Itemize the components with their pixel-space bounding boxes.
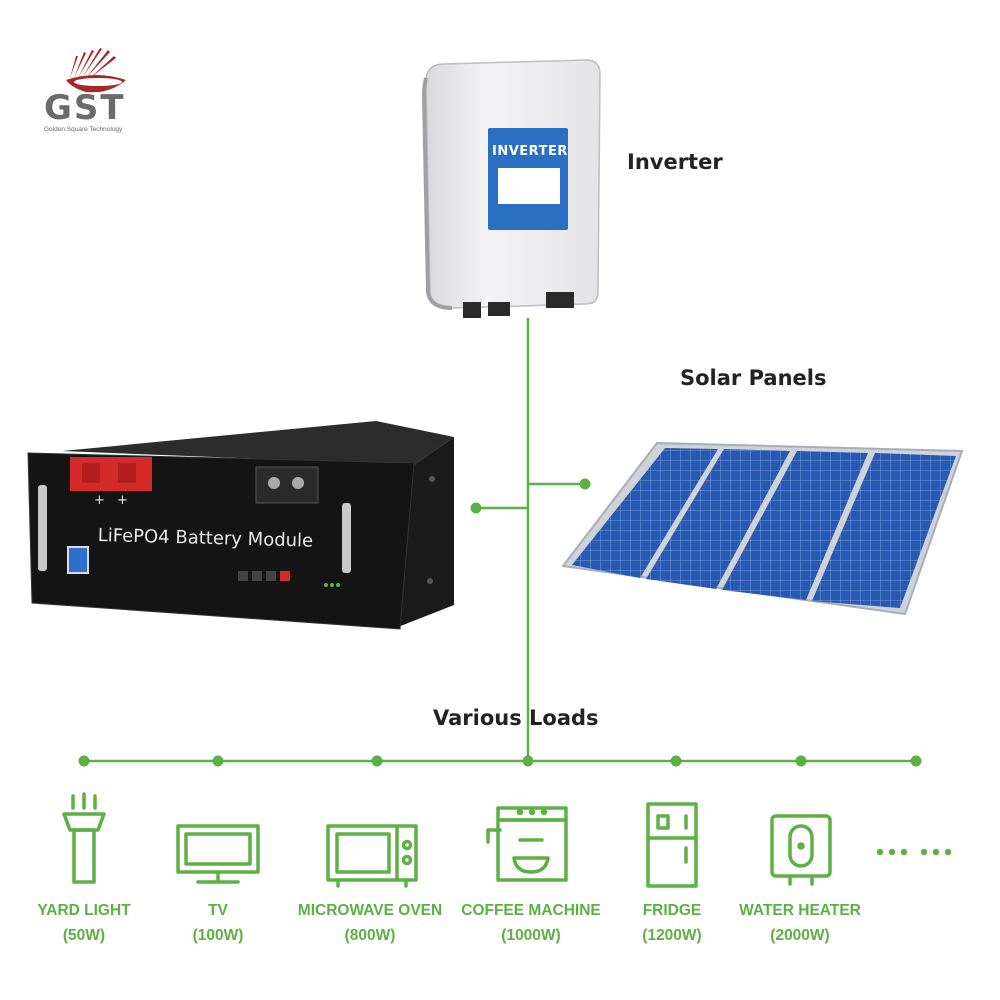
yard-light-icon <box>62 792 106 884</box>
load-node <box>78 755 90 767</box>
load-name-yard-light: YARD LIGHT <box>37 902 131 919</box>
water-heater-icon <box>770 814 832 886</box>
load-node <box>670 755 682 767</box>
solar-node <box>579 478 591 490</box>
inverter-device: INVERTER <box>418 56 604 331</box>
battery-terminal-marks: + + <box>94 493 132 508</box>
solar-panels-label: Solar Panels <box>680 366 827 390</box>
load-watt-coffee-machine: (1000W) <box>501 927 561 944</box>
load-node <box>212 755 224 767</box>
load-node <box>795 755 807 767</box>
inverter-label: Inverter <box>627 150 723 174</box>
load-watt-microwave-oven: (800W) <box>344 927 396 944</box>
load-node <box>910 755 922 767</box>
battery-module: + + LiFePO4 Battery Module <box>26 415 456 630</box>
load-name-fridge: FRIDGE <box>642 902 702 919</box>
logo-name: GST <box>44 88 126 128</box>
coffee-machine-icon <box>486 806 568 882</box>
gst-logo: GST Golden Square Technology <box>40 38 150 138</box>
inverter-screen-label: INVERTER <box>492 144 568 159</box>
inverter-icon <box>421 59 601 318</box>
tv-icon <box>176 824 260 884</box>
load-node <box>522 755 534 767</box>
more-indicator-icon <box>876 848 952 856</box>
load-name-water-heater: WATER HEATER <box>739 902 861 919</box>
microwave-icon <box>326 824 418 888</box>
load-name-microwave-oven: MICROWAVE OVEN <box>297 902 443 919</box>
battery-node <box>470 502 482 514</box>
fridge-icon <box>646 802 698 888</box>
sunrise-logo-icon <box>66 48 126 93</box>
battery-icon <box>27 421 454 630</box>
load-watt-tv: (100W) <box>192 927 244 944</box>
logo-tagline: Golden Square Technology <box>44 126 123 133</box>
various-loads-label: Various Loads <box>433 706 599 730</box>
load-watt-yard-light: (50W) <box>62 927 106 944</box>
load-node <box>371 755 383 767</box>
load-name-coffee-machine: COFFEE MACHINE <box>461 902 601 919</box>
load-name-tv: TV <box>208 902 228 919</box>
load-watt-water-heater: (2000W) <box>770 927 830 944</box>
load-watt-fridge: (1200W) <box>642 927 702 944</box>
